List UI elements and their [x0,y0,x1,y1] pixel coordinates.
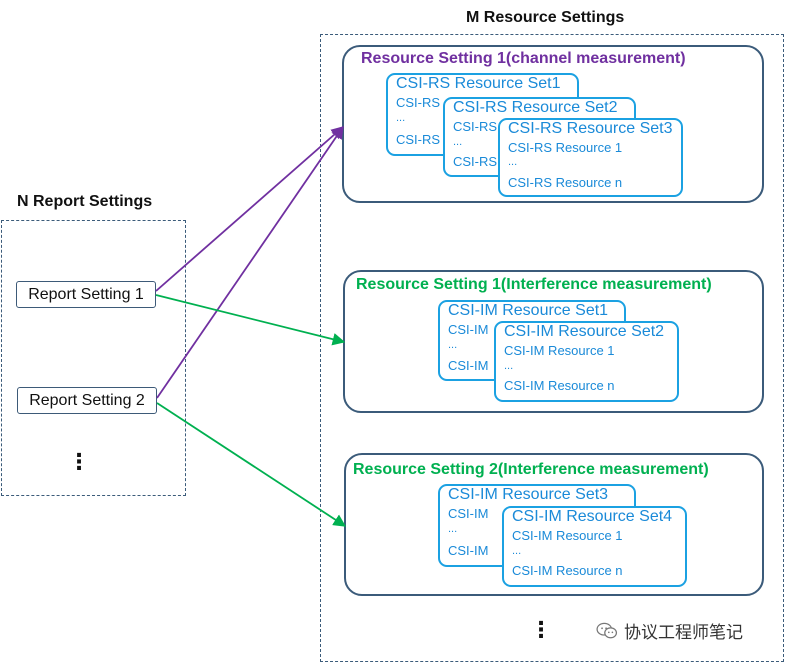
set-ellipsis: ... [396,112,406,124]
set-last-resource: CSI-IM Resource n [512,563,623,578]
resource-setting-channel-title: Resource Setting 1(channel measurement) [361,50,686,67]
set-last-resource: CSI-IM Resource n [504,378,615,393]
set-first-resource: CSI-RS Resource 1 [508,140,623,155]
set-ellipsis: ... [448,523,458,535]
set-title: CSI-IM Resource Set2 [504,323,665,340]
set-ellipsis: ... [504,360,514,372]
set-title: CSI-RS Resource Set2 [453,99,618,116]
set-ellipsis: ... [508,156,518,168]
csi-im-resource-set-2[interactable]: CSI-IM Resource Set2 CSI-IM Resource 1 .… [494,321,679,402]
set-title: CSI-IM Resource Set3 [448,486,609,503]
set-title: CSI-RS Resource Set3 [508,120,673,137]
set-ellipsis: ... [448,339,458,351]
report-setting-1[interactable]: Report Setting 1 [16,281,156,308]
arrow-report1-to-channel [155,126,344,292]
set-first-resource: CSI-IM [448,322,489,337]
set-first-resource: CSI-IM Resource 1 [504,343,615,358]
set-ellipsis: ... [453,136,463,148]
report-setting-2[interactable]: Report Setting 2 [17,387,157,414]
resource-setting-interference-2-title: Resource Setting 2(Interference measurem… [353,461,709,478]
set-ellipsis: ... [512,545,522,557]
set-title: CSI-RS Resource Set1 [396,75,561,92]
csi-im-resource-set-4[interactable]: CSI-IM Resource Set4 CSI-IM Resource 1 .… [502,506,687,587]
set-last-resource: CSI-RS [453,154,498,169]
n-group-title: N Report Settings [17,193,153,210]
m-group-title: M Resource Settings [466,9,625,26]
set-last-resource: CSI-IM [448,543,489,558]
set-first-resource: CSI-RS [396,95,441,110]
arrow-report1-to-interference-1 [155,294,346,346]
m-resource-settings-group [320,34,784,662]
arrow-report2-to-channel [156,125,344,399]
watermark-text: 协议工程师笔记 [624,623,743,642]
watermark: 协议工程师笔记 [596,618,743,643]
set-first-resource: CSI-IM [448,506,489,521]
set-last-resource: CSI-RS [396,132,441,147]
set-title: CSI-IM Resource Set4 [512,508,673,525]
set-last-resource: CSI-RS Resource n [508,175,623,190]
arrow-report2-to-interference-2 [156,402,347,527]
resource-setting-interference-1-title: Resource Setting 1(Interference measurem… [356,276,712,293]
set-first-resource: CSI-RS [453,119,498,134]
csi-rs-resource-set-3[interactable]: CSI-RS Resource Set3 CSI-RS Resource 1 .… [498,118,683,197]
set-first-resource: CSI-IM Resource 1 [512,528,623,543]
set-title: CSI-IM Resource Set1 [448,302,609,319]
wechat-icon [596,622,618,638]
set-last-resource: CSI-IM [448,358,489,373]
